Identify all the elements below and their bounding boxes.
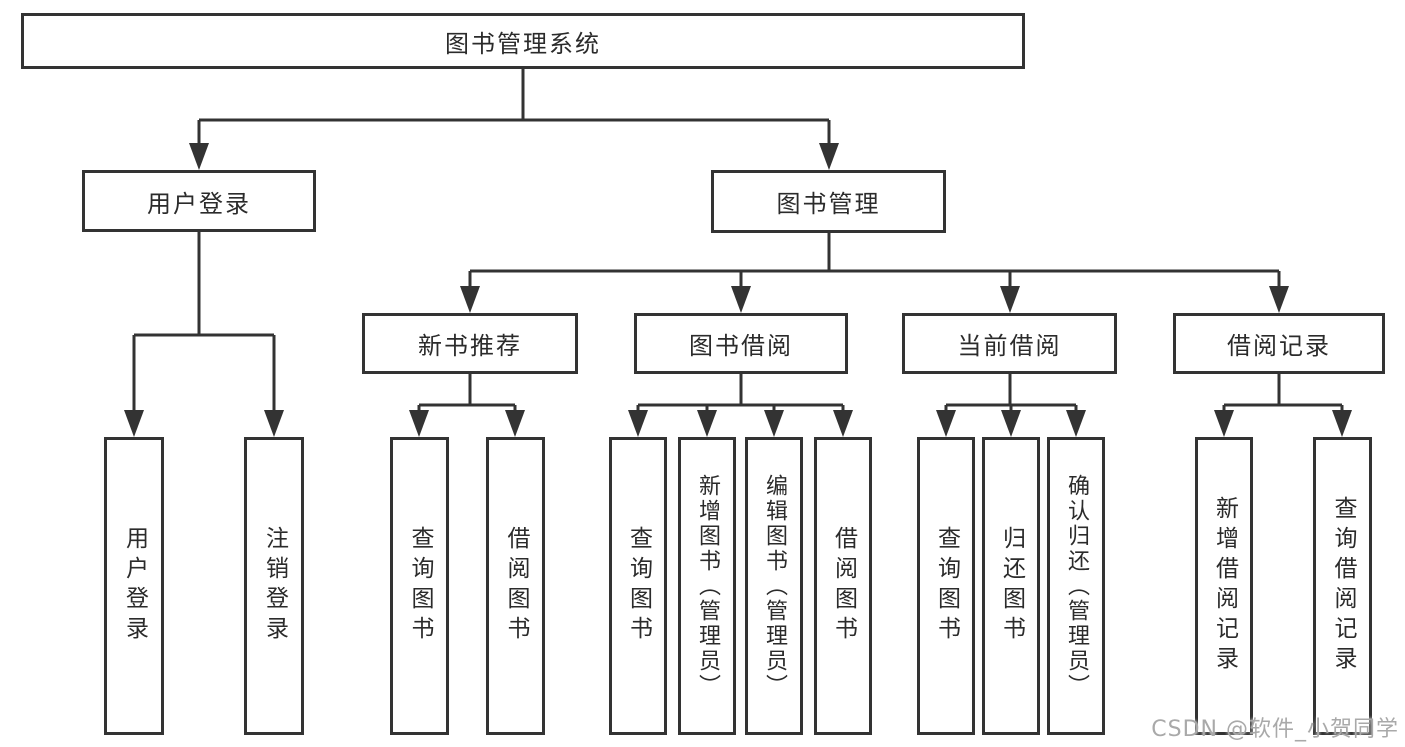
node-label: 图书借阅: [689, 332, 793, 360]
node-label: 查询图书: [933, 526, 960, 646]
node-book-borrowing: 图书借阅: [634, 313, 848, 374]
node-label: 编辑图书（管理员）: [762, 473, 787, 699]
leaf-return-books: 归还图书: [982, 437, 1040, 735]
connector-paths: [132, 69, 1344, 433]
leaf-logout: 注销登录: [244, 437, 304, 735]
node-current-borrowing: 当前借阅: [902, 313, 1117, 374]
leaf-query-books-2: 查询图书: [609, 437, 667, 735]
node-label: 用户登录: [121, 526, 148, 646]
node-label: 新书推荐: [418, 332, 522, 360]
leaf-query-borrow-record: 查询借阅记录: [1313, 437, 1372, 735]
node-new-book-recommend: 新书推荐: [362, 313, 578, 374]
node-borrowing-records: 借阅记录: [1173, 313, 1385, 374]
node-label: 新增图书（管理员）: [695, 473, 720, 699]
node-label: 借阅记录: [1227, 332, 1331, 360]
csdn-watermark: CSDN @软件_小贺同学: [1151, 717, 1399, 742]
node-label: 图书管理系统: [445, 29, 601, 58]
node-book-management: 图书管理: [711, 170, 946, 233]
node-label: 图书管理: [776, 190, 881, 218]
node-user-login: 用户登录: [82, 170, 316, 232]
leaf-user-login: 用户登录: [104, 437, 164, 735]
node-label: 当前借阅: [957, 332, 1062, 360]
node-label: 新增借阅记录: [1211, 496, 1238, 676]
leaf-query-books-3: 查询图书: [917, 437, 975, 735]
leaf-borrow-books-1: 借阅图书: [486, 437, 545, 735]
node-root-system: 图书管理系统: [21, 13, 1025, 69]
node-label: 用户登录: [147, 189, 251, 218]
leaf-borrow-books-2: 借阅图书: [814, 437, 872, 735]
node-label: 确认归还（管理员）: [1064, 473, 1089, 699]
node-label: 查询借阅记录: [1330, 496, 1356, 676]
node-label: 查询图书: [625, 526, 652, 646]
node-label: 归还图书: [998, 526, 1025, 646]
node-label: 借阅图书: [503, 526, 529, 646]
arrowheads: [124, 143, 1352, 437]
leaf-edit-books-admin: 编辑图书（管理员）: [745, 437, 803, 735]
leaf-query-books-1: 查询图书: [390, 437, 449, 735]
leaf-confirm-return-admin: 确认归还（管理员）: [1047, 437, 1105, 735]
node-label: 查询图书: [407, 526, 433, 646]
leaf-add-books-admin: 新增图书（管理员）: [678, 437, 736, 735]
leaf-add-borrow-record: 新增借阅记录: [1195, 437, 1253, 735]
node-label: 注销登录: [261, 526, 288, 646]
node-label: 借阅图书: [830, 526, 857, 646]
